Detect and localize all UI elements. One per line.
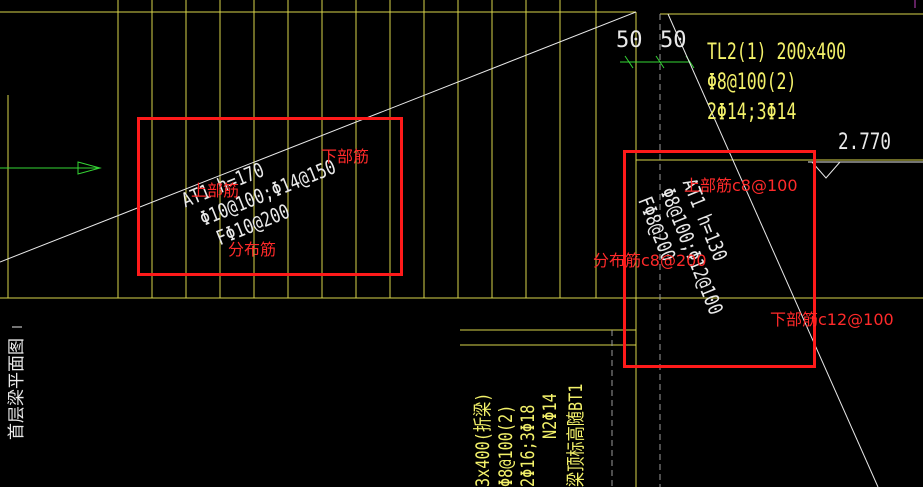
- box1-distribution-note: 分布筋: [228, 240, 277, 259]
- beam-outline-lines: [0, 11, 923, 487]
- box1-bottom-rebar-note: 下部筋: [321, 147, 370, 166]
- bottom-beam-elevation-note: 梁顶标高随BT1: [565, 383, 587, 487]
- markup-box-left: [137, 117, 403, 276]
- tl2-beam-label: TL2(1) 200x400: [707, 40, 847, 65]
- box2-top-rebar-note: 上部筋c8@100: [684, 176, 798, 195]
- left-vertical-title: 首层梁平面图: [7, 338, 27, 440]
- box2-distribution-note: 分布筋c8@200: [593, 251, 707, 270]
- axis-lines: [611, 14, 661, 487]
- bottom-beam-side-rebar: N2Φ14: [539, 393, 561, 439]
- dim-left-text: 50: [616, 28, 643, 53]
- bottom-beam-text-group: 3x400(折梁) Φ8@100(2) 2Φ16;3Φ18 N2Φ14 梁顶标高…: [468, 358, 588, 487]
- bottom-beam-stirrup: Φ8@100(2): [495, 404, 517, 487]
- elevation-marker: [808, 161, 923, 179]
- dimension-markers: [0, 55, 695, 175]
- bottom-beam-rebar: 2Φ16;3Φ18: [517, 404, 539, 487]
- dim-right-text: 50: [660, 28, 687, 53]
- bottom-beam-size: 3x400(折梁): [472, 392, 494, 487]
- markup-box-right: [623, 150, 816, 368]
- box2-bottom-rebar-note: 下部筋c12@100: [770, 310, 894, 329]
- tl2-rebar-label: 2Φ14;3Φ14: [707, 100, 797, 125]
- elevation-text: 2.770: [838, 130, 891, 155]
- tl2-stirrup-label: Φ8@100(2): [707, 70, 797, 95]
- stair-slope-lines: [0, 11, 879, 487]
- box1-top-rebar-note: 上部筋: [191, 181, 240, 200]
